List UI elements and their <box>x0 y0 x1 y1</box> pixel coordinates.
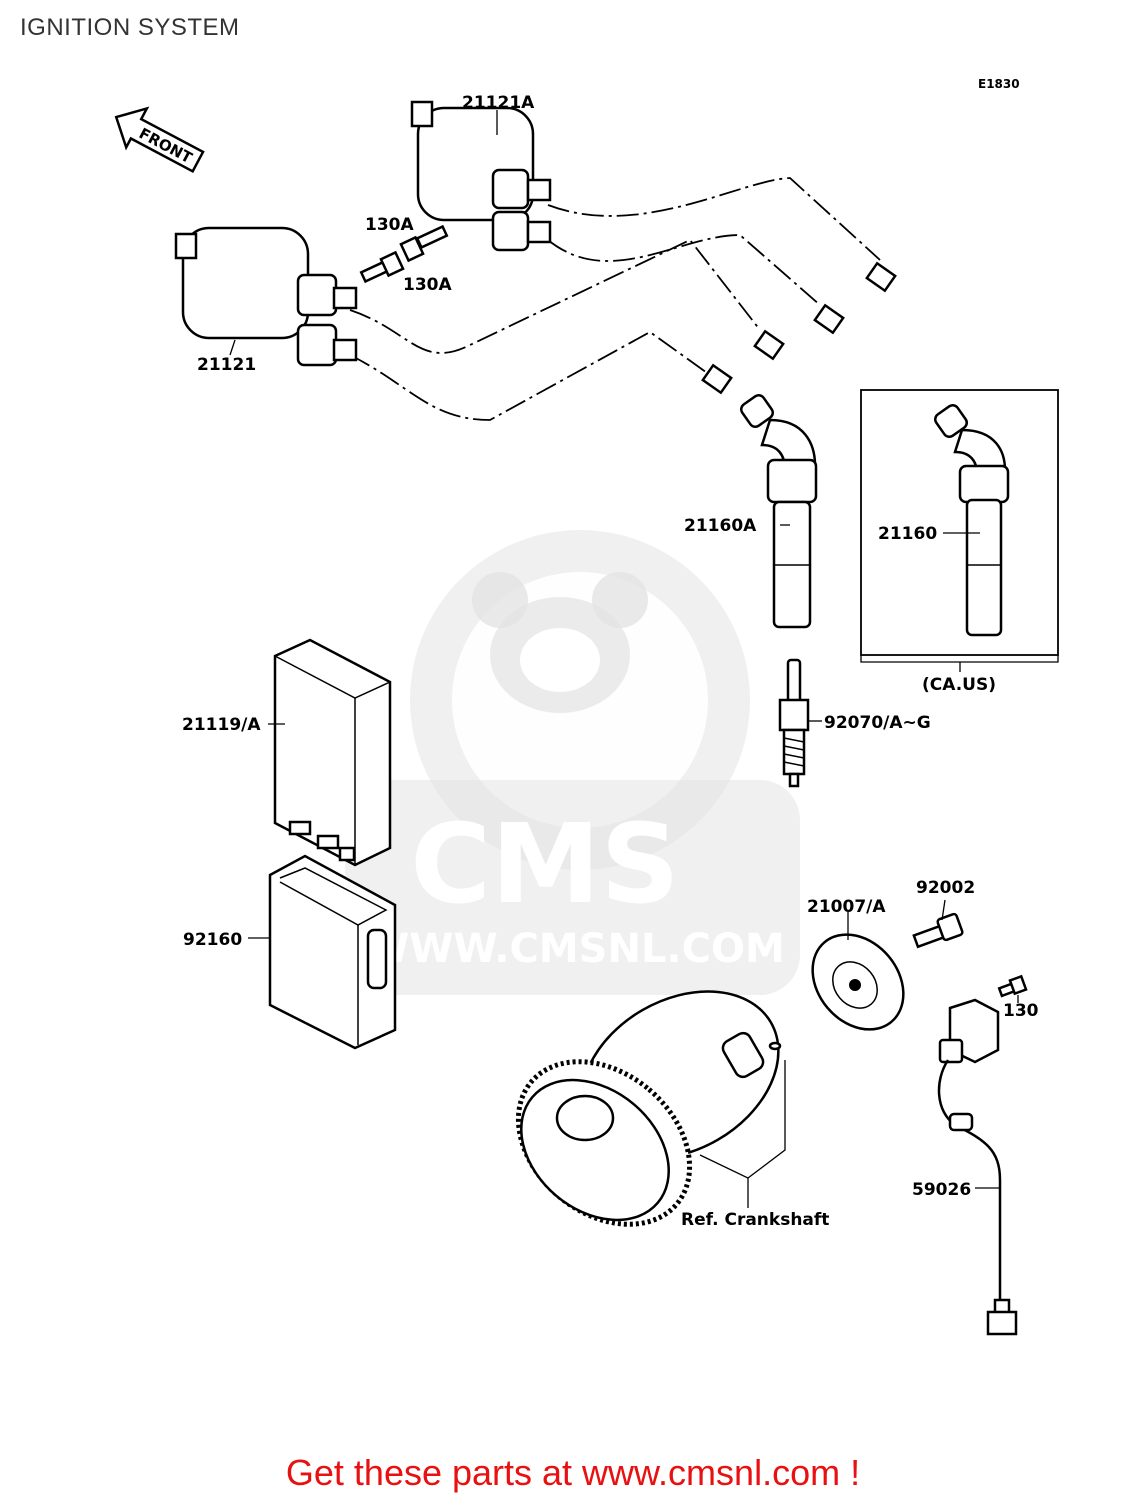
bolts-130a <box>359 224 449 284</box>
bolt-130 <box>997 974 1028 998</box>
watermark-url: WWW.CMSNL.COM <box>365 926 785 972</box>
label-59026: 59026 <box>912 1180 971 1200</box>
plug-cap-a <box>740 394 818 629</box>
timing-rotor <box>811 933 905 1031</box>
page-title: IGNITION SYSTEM <box>20 14 240 41</box>
igniter <box>273 638 392 867</box>
leader-lines <box>229 110 1019 1208</box>
label-ref-crankshaft: Ref. Crankshaft <box>681 1210 829 1230</box>
wire-terminals <box>701 261 897 395</box>
label-92160: 92160 <box>183 930 242 950</box>
pickup-coil <box>937 998 1018 1336</box>
diagram-ref: E1830 <box>978 77 1020 91</box>
spark-plug <box>778 658 810 788</box>
hv-wires <box>349 177 881 421</box>
label-21160a: 21160A <box>684 516 757 536</box>
label-21119: 21119/A <box>182 715 261 735</box>
ca-us-box <box>860 389 1059 672</box>
ignition-coil <box>174 226 358 367</box>
label-92070: 92070/A~G <box>824 713 931 733</box>
front-arrow: FRONT <box>114 106 205 174</box>
label-21121a: 21121A <box>462 93 535 113</box>
footer-link[interactable]: Get these parts at www.cmsnl.com ! <box>285 1452 861 1493</box>
watermark: CMS WWW.CMSNL.COM <box>345 530 800 995</box>
label-ca-us: (CA.US) <box>922 675 996 695</box>
watermark-brand: CMS <box>410 800 679 928</box>
label-130a-top: 130A <box>365 215 414 235</box>
label-21121: 21121 <box>197 355 256 375</box>
crankshaft-assembly <box>515 990 782 1227</box>
label-130: 130 <box>1003 1001 1039 1021</box>
igniter-case <box>268 854 397 1050</box>
label-92002: 92002 <box>916 878 975 898</box>
label-21007: 21007/A <box>807 897 886 917</box>
label-130a-bottom: 130A <box>403 275 452 295</box>
parts-diagram: CMS WWW.CMSNL.COM FRONT <box>114 77 1059 1336</box>
rotor-bolt <box>912 912 964 949</box>
label-21160: 21160 <box>878 524 937 544</box>
ignition-coil-a <box>410 100 552 252</box>
